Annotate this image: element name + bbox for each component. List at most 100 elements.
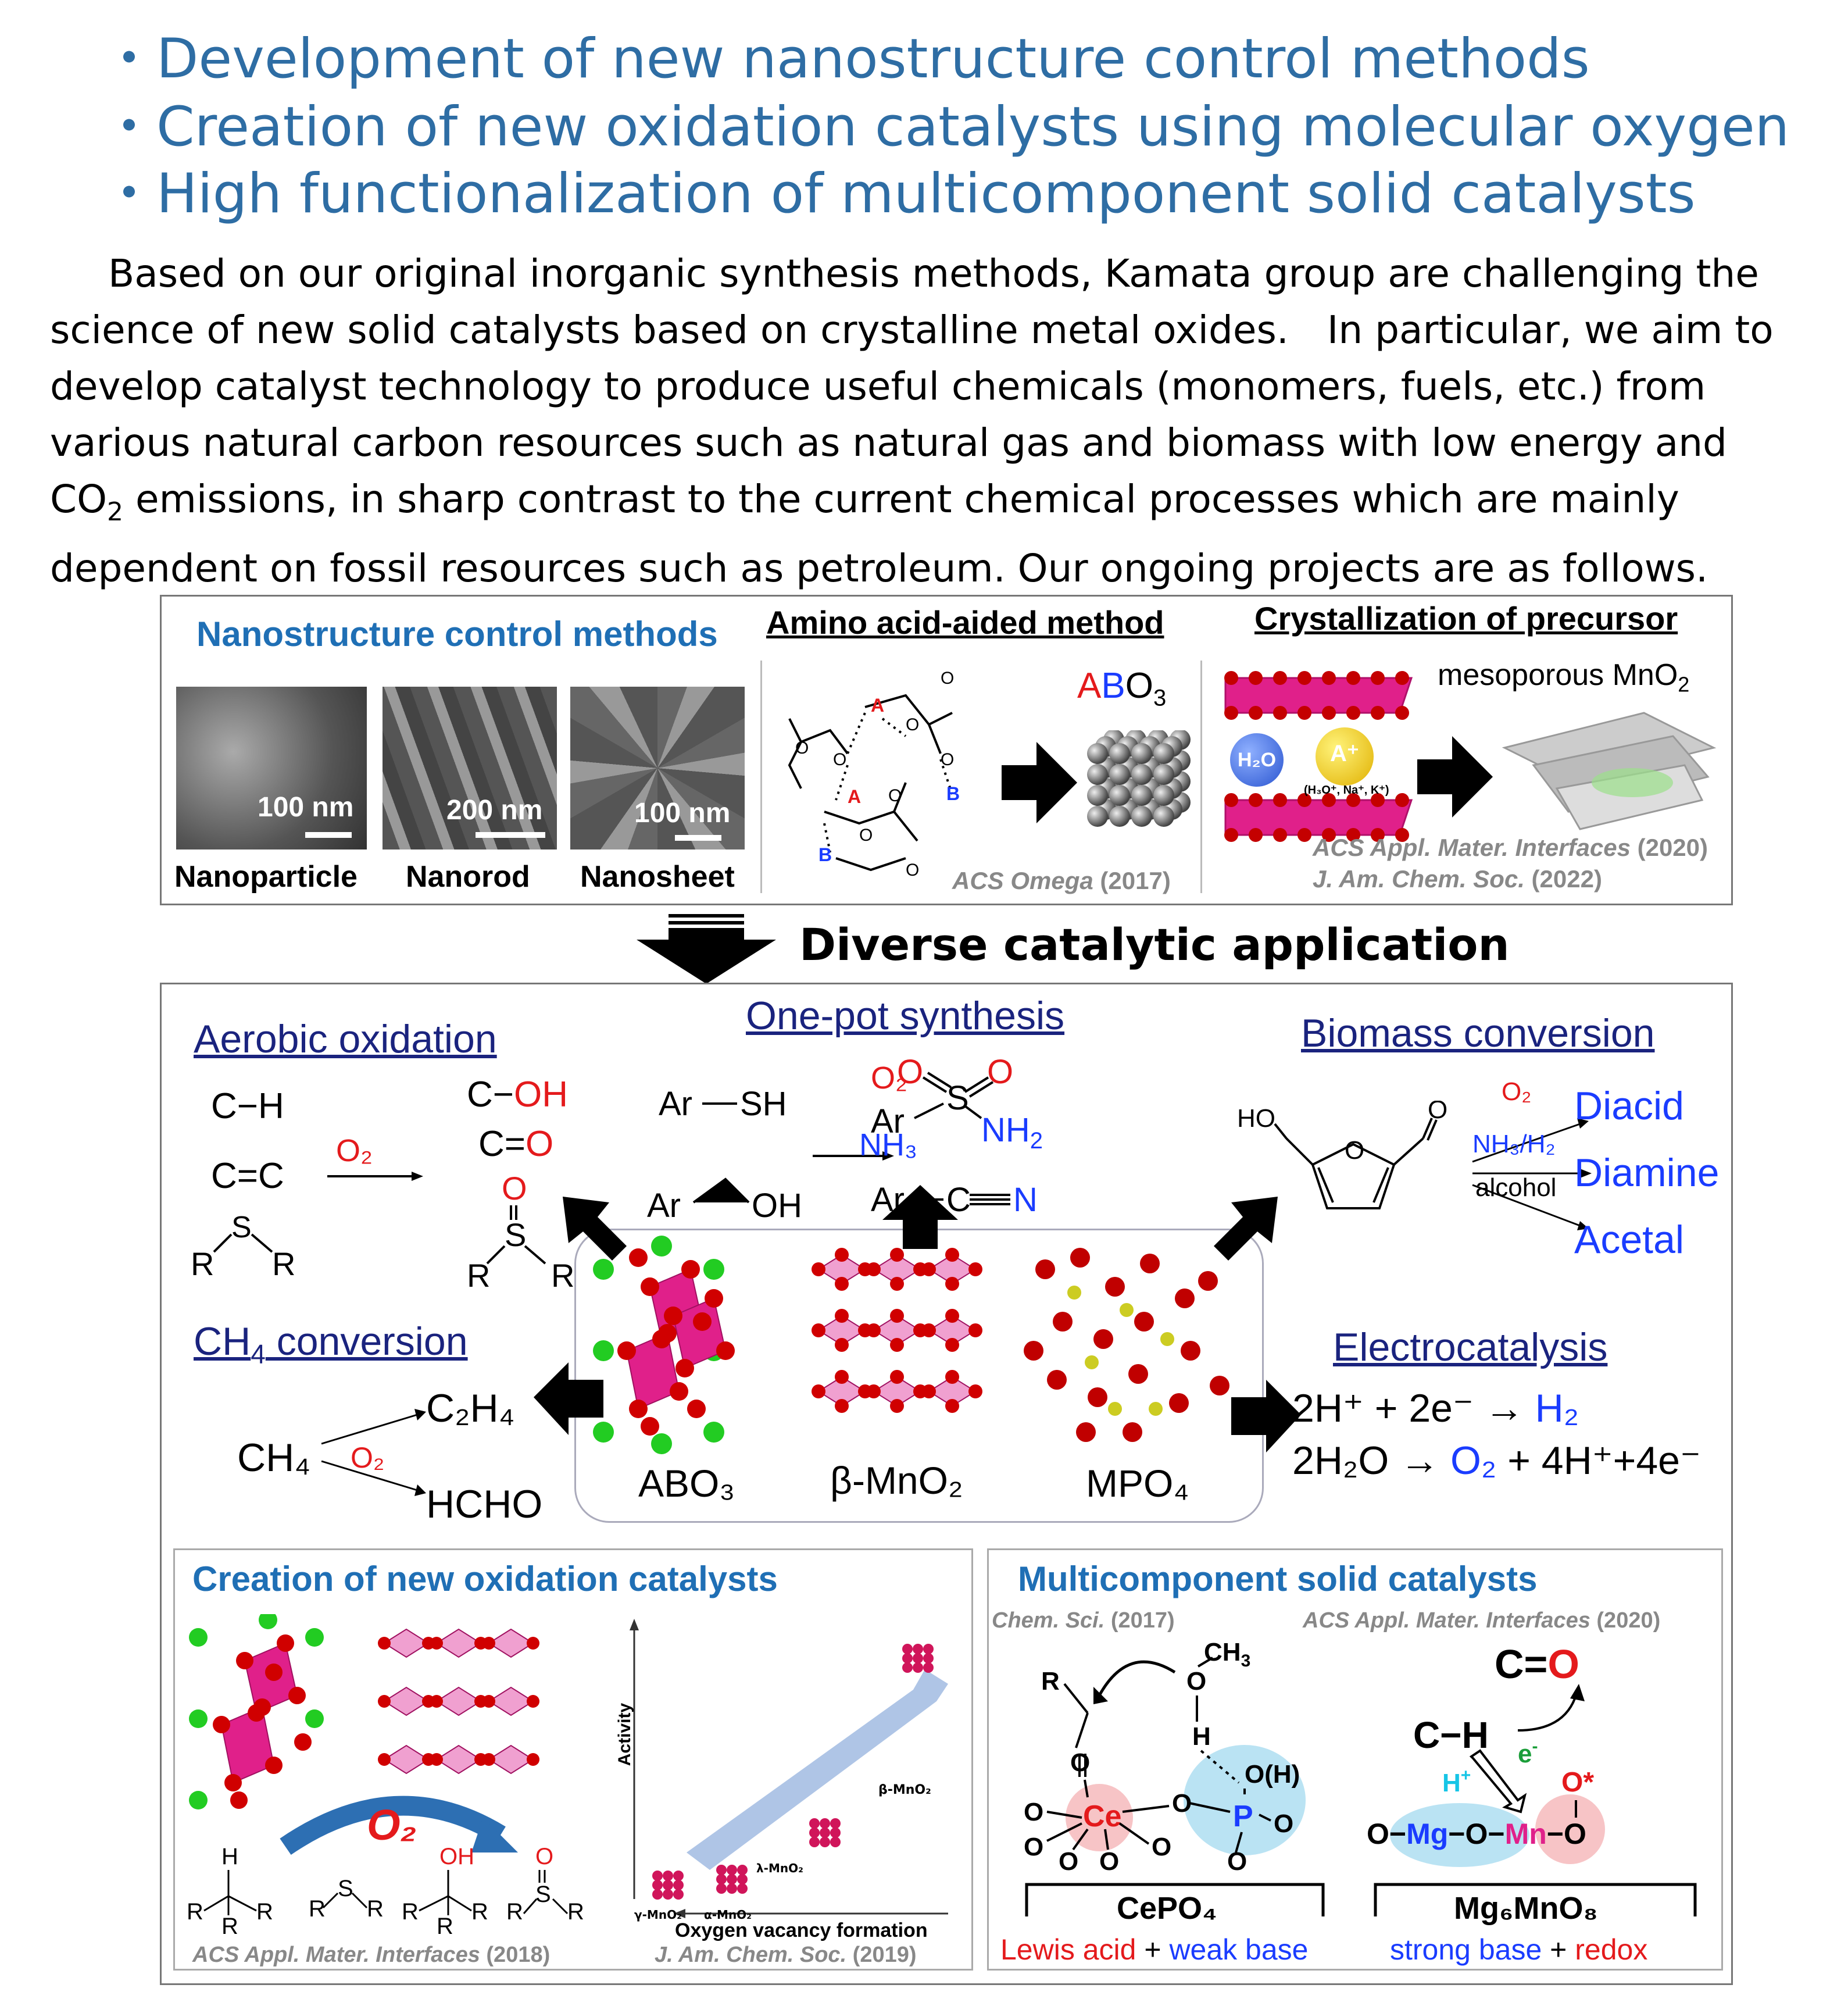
oxidation-box: Creation of new oxidation catalysts O₂ H… (173, 1548, 973, 1971)
oxygen (681, 1260, 700, 1279)
svg-text:O*: O* (1561, 1767, 1594, 1798)
oxygen (1169, 1393, 1189, 1413)
lambda-blob (809, 1837, 820, 1847)
oxygen (265, 1757, 283, 1774)
hmf-structure: HO O O (1237, 1101, 1447, 1209)
svg-text:Ce: Ce (1083, 1800, 1121, 1833)
oxygen (527, 1637, 539, 1650)
svg-text:O: O (1274, 1809, 1293, 1838)
ch4-product-hcho: HCHO (426, 1482, 543, 1526)
oxidation-ref-1: ACS Appl. Mater. Interfaces (2018) (192, 1943, 551, 1967)
svg-text:P: P (1233, 1800, 1253, 1833)
oxygen (1134, 1312, 1154, 1332)
gamma-blob (663, 1889, 673, 1900)
oxygen (1053, 1312, 1073, 1332)
lambda-blob (830, 1827, 841, 1838)
gamma-blob (652, 1880, 663, 1890)
svg-text:H: H (1192, 1722, 1211, 1751)
mno6-octahedron (383, 1744, 430, 1775)
aerobic-scheme: C−H C=C S R R C−OH C=O O S R R (191, 1075, 574, 1294)
lambda-blob (809, 1818, 820, 1829)
lambda-mno2-label: λ-MnO₂ (756, 1861, 803, 1875)
p-site (1120, 1303, 1134, 1317)
sem-nanosheet: 100 nm (570, 687, 745, 849)
svg-text:S: S (535, 1882, 551, 1907)
svg-text:S: S (505, 1216, 526, 1253)
structure-beta-mno2: β-MnO₂ (830, 1459, 963, 1502)
a-site (305, 1709, 324, 1728)
oxygen (1198, 1271, 1218, 1291)
beta-blob (923, 1653, 934, 1664)
mno6-octahedron (435, 1744, 482, 1775)
oxygen (641, 1277, 659, 1296)
oxidation-ref-2: J. Am. Chem. Soc. (2019) (655, 1943, 917, 1967)
oxygen (675, 1359, 694, 1377)
svg-text:B: B (818, 844, 832, 865)
gamma-blob (652, 1889, 663, 1900)
cube-ball (1153, 743, 1174, 764)
cube-ball (1109, 743, 1130, 764)
lambda-blob (820, 1837, 830, 1847)
cryst-arrow (1417, 736, 1493, 818)
oxygen (277, 1634, 294, 1652)
layer-oxygen (1273, 828, 1287, 842)
oxygen (835, 1399, 849, 1413)
biomass-product-acetal: Acetal (1574, 1218, 1684, 1262)
biomass-reagent-o2: O₂ (1502, 1077, 1532, 1106)
label-nanosheet: Nanosheet (580, 860, 735, 894)
beta-blob (913, 1644, 923, 1654)
bullet-2: ・Creation of new oxidation catalysts usi… (102, 95, 1790, 159)
a-site (189, 1628, 208, 1647)
oxygen (867, 1262, 881, 1276)
a-site (189, 1709, 208, 1728)
alpha-blob (727, 1865, 737, 1875)
oxygen (835, 1309, 849, 1323)
label-nanorod: Nanorod (406, 860, 530, 894)
oxygen (1123, 1422, 1142, 1442)
bullet-3: ・High functionalization of multicomponen… (102, 162, 1696, 226)
cube-ball (1131, 806, 1152, 827)
oxygen (294, 1733, 312, 1751)
cube-ball (1153, 764, 1174, 785)
alpha-mno2-label: α-MnO₂ (704, 1908, 752, 1922)
oxygen (430, 1753, 443, 1766)
multi-ref-1: Chem. Sci. (2017) (992, 1608, 1175, 1633)
scale-bar-3 (675, 835, 721, 841)
oxygen (968, 1262, 982, 1276)
gamma-blob (652, 1871, 663, 1881)
ch4-product-c2h4: C₂H₄ (426, 1386, 515, 1430)
layered-precursor (1224, 671, 1413, 842)
abo3-product: ABO3 (1077, 666, 1167, 711)
svg-text:O: O (1024, 1798, 1043, 1826)
layer-oxygen (1224, 706, 1238, 720)
p-site (1160, 1332, 1174, 1346)
oxygen (430, 1637, 443, 1650)
a-site (703, 1259, 724, 1280)
svg-text:S: S (231, 1211, 252, 1244)
oxygen (230, 1791, 248, 1809)
layer-oxygen (1395, 828, 1409, 842)
svg-text:Ar: Ar (659, 1085, 692, 1123)
oxygen (1140, 1254, 1160, 1273)
oxygen (378, 1753, 391, 1766)
svg-text:R: R (567, 1899, 584, 1925)
oxygen (378, 1637, 391, 1650)
onepot-reagent-nh3: NH₃ (859, 1127, 917, 1162)
alpha-blob (716, 1874, 727, 1884)
svg-text:B: B (946, 783, 960, 804)
layer-oxygen (1322, 706, 1336, 720)
layer-oxygen (1322, 793, 1336, 807)
layer-oxygen (1371, 828, 1385, 842)
arrow-left (534, 1362, 603, 1435)
activity-plot (630, 1619, 948, 1918)
onepot-reagent-o2: O₂ (871, 1061, 907, 1095)
oxygen (670, 1382, 688, 1401)
oxygen (629, 1248, 648, 1267)
oxygen (527, 1753, 539, 1766)
oxygen (693, 1312, 712, 1331)
onepot-scheme: Ar SH Ar OH Ar S O O NH2 Ar C N (647, 1053, 1043, 1225)
intro-line-6: dependent on fossil resources such as pe… (50, 546, 1708, 591)
oxygen (1128, 1364, 1148, 1384)
sem-scale-3: 100 nm (634, 798, 731, 829)
